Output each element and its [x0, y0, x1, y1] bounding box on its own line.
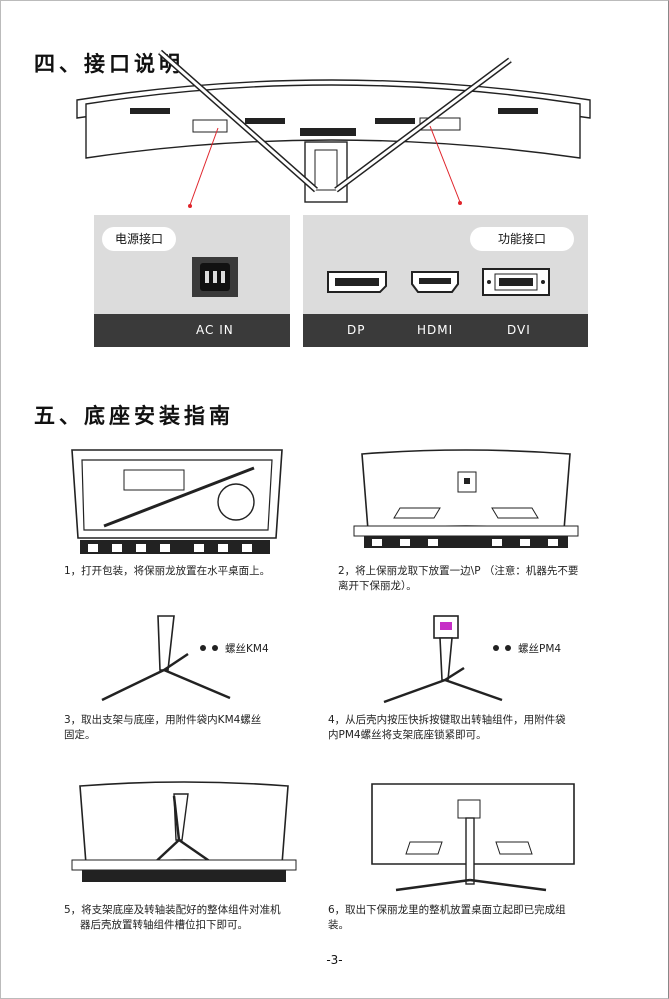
step2-line2: 离开下保丽龙）。	[338, 580, 417, 592]
step5-line2: 器后壳放置转轴组件槽位扣下即可。	[80, 919, 248, 931]
step1-foam-package-illustration	[71, 449, 283, 554]
step4-hinge-stand-illustration	[383, 615, 503, 704]
dp-label: DP	[347, 323, 366, 337]
step4-line1: 4，从后壳内按压快拆按键取出转轴组件，用附件袋	[328, 714, 566, 726]
step5-line1: 5，将支架底座及转轴装配好的整体组件对准机	[64, 904, 281, 916]
dvi-label: DVI	[507, 323, 531, 337]
step3-stand-base-illustration	[101, 615, 231, 702]
ac-in-label: AC IN	[196, 323, 234, 337]
function-port-bar: DP HDMI DVI	[303, 314, 588, 347]
function-port-pill: 功能接口	[470, 227, 574, 251]
dvi-connector-icon	[482, 268, 550, 296]
step4-line2: 内PM4螺丝将支架底座锁紧即可。	[328, 729, 487, 741]
step3-line1: 3，取出支架与底座，用附件袋内KM4螺丝	[64, 714, 262, 726]
km4-screws-icon	[200, 645, 218, 651]
page-number: -3-	[326, 953, 343, 967]
function-port-panel: 功能接口 DP HDMI DVI	[303, 215, 588, 347]
pm4-screw-label: 螺丝PM4	[518, 643, 562, 655]
pm4-screws-icon	[493, 645, 511, 651]
step6-line1: 6，取出下保丽龙里的整机放置桌面立起即已完成组	[328, 904, 566, 916]
step2-monitor-in-foam-illustration	[353, 449, 579, 548]
step3-line2: 固定。	[64, 729, 96, 741]
step1-caption: 1，打开包装，将保丽龙放置在水平桌面上。	[64, 564, 270, 579]
step1-line1: 1，打开包装，将保丽龙放置在水平桌面上。	[64, 565, 271, 577]
power-port-panel: 电源接口 AC IN	[94, 215, 290, 347]
step2-line1: 2，将上保丽龙取下放置一边\P （注意：机器先不要	[338, 565, 579, 577]
dp-connector-icon	[327, 271, 387, 293]
step3-caption: 3，取出支架与底座，用附件袋内KM4螺丝 固定。	[64, 713, 261, 743]
step6-assembled-monitor-illustration	[371, 783, 575, 892]
step6-caption: 6，取出下保丽龙里的整机放置桌面立起即已完成组 装。	[328, 903, 566, 933]
monitor-rear-illustration	[76, 49, 591, 208]
km4-screw-label: 螺丝KM4	[225, 643, 269, 655]
hdmi-connector-icon	[411, 271, 459, 293]
power-port-bar: AC IN	[94, 314, 290, 347]
hdmi-label: HDMI	[417, 323, 454, 337]
step5-stand-on-monitor-illustration	[71, 781, 297, 882]
section4-title: 四、接口说明	[34, 52, 184, 76]
ac-in-connector-icon	[192, 257, 238, 297]
step5-caption: 5，将支架底座及转轴装配好的整体组件对准机 器后壳放置转轴组件槽位扣下即可。	[64, 903, 281, 933]
section5-title: 五、底座安装指南	[34, 404, 234, 428]
step6-line2: 装。	[328, 919, 349, 931]
step2-caption: 2，将上保丽龙取下放置一边\P （注意：机器先不要 离开下保丽龙）。	[338, 564, 578, 594]
step4-caption: 4，从后壳内按压快拆按键取出转轴组件，用附件袋 内PM4螺丝将支架底座锁紧即可。	[328, 713, 566, 743]
power-port-pill: 电源接口	[102, 227, 176, 251]
